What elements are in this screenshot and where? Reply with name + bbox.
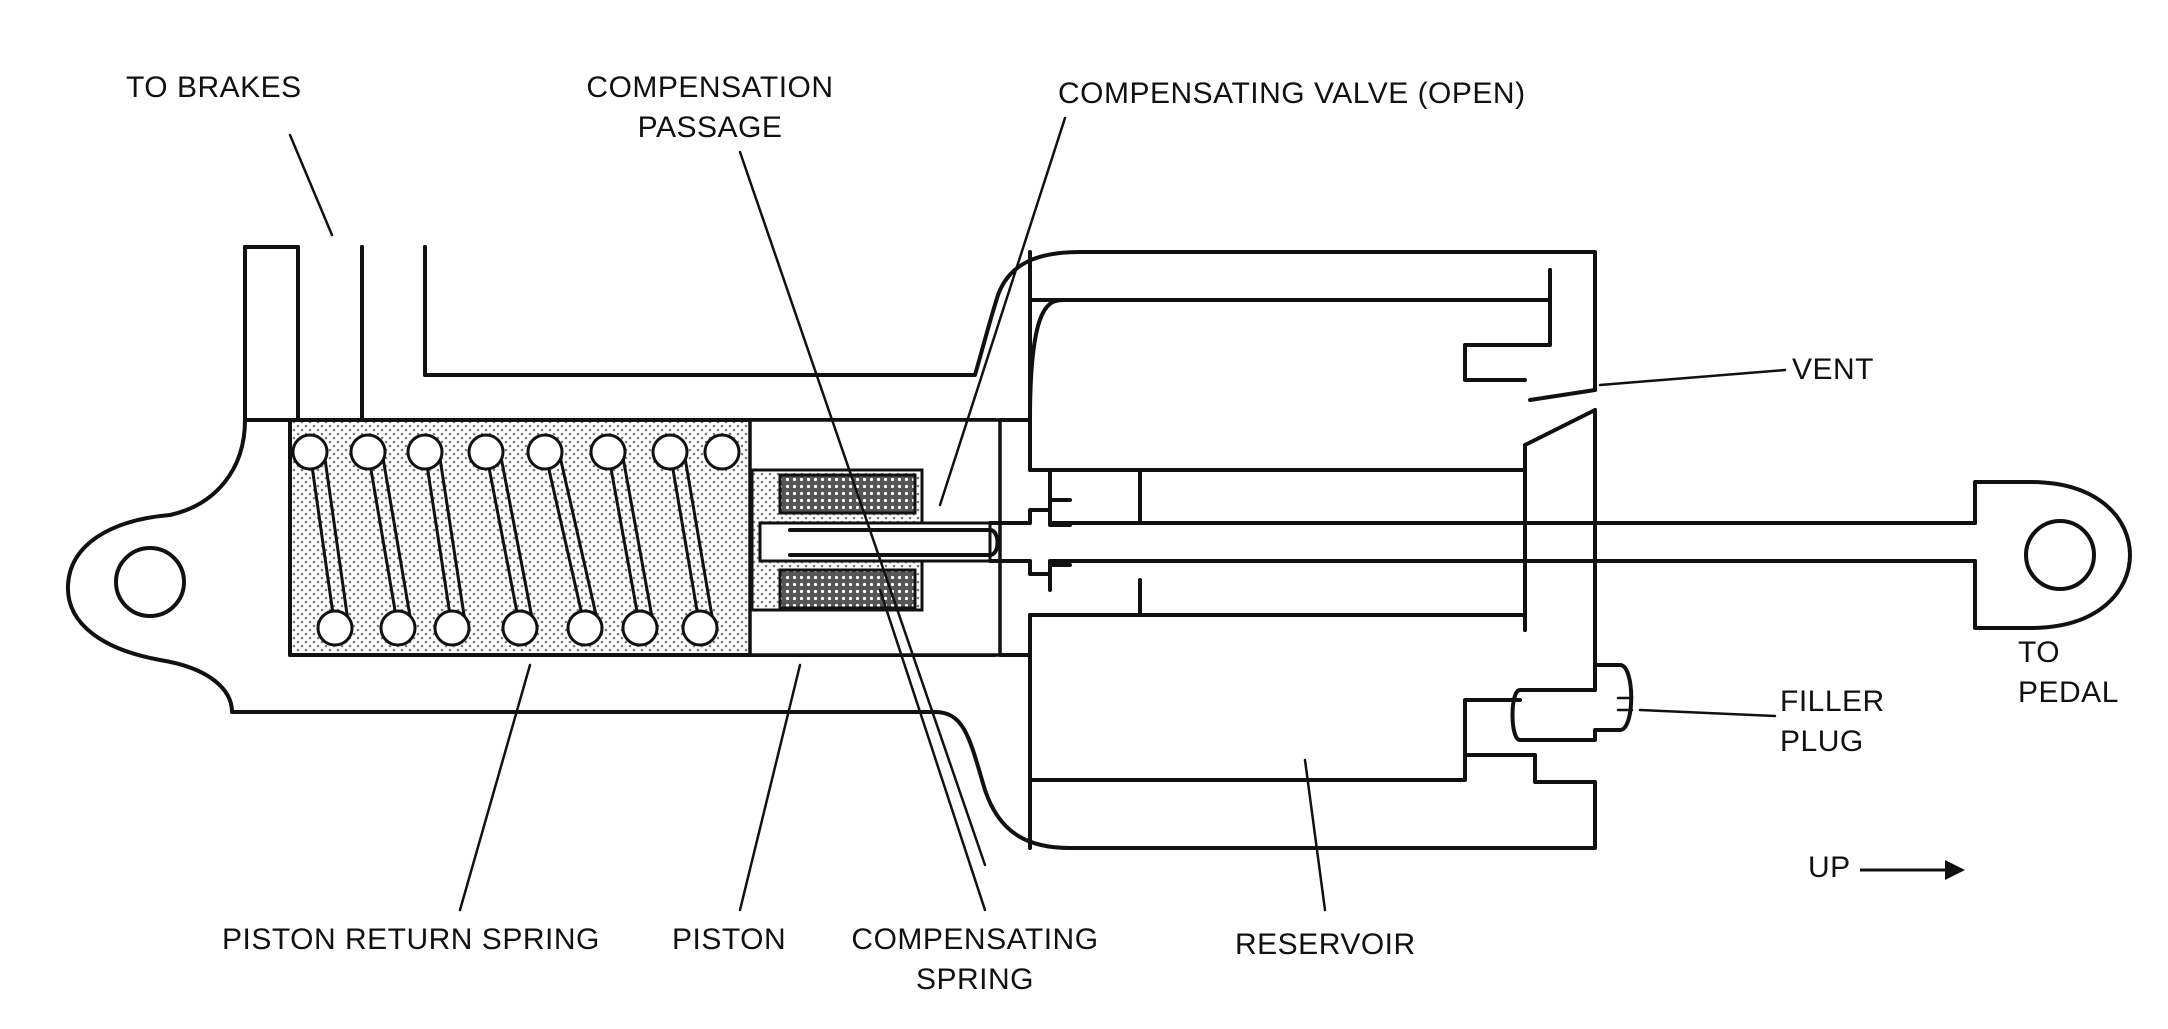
label-filler-plug-line1: FILLER xyxy=(1780,685,1885,718)
spring-wire xyxy=(308,451,337,629)
label-to-pedal-line1: TO xyxy=(2018,636,2061,669)
piston xyxy=(748,418,1002,657)
spring-wire xyxy=(437,451,468,629)
label-compensating-valve: COMPENSATING VALVE (OPEN) xyxy=(1058,77,1526,110)
spring-coil-bottom xyxy=(621,609,659,647)
piston-return-spring xyxy=(291,433,741,647)
spring-wire xyxy=(557,451,601,629)
spring-wire xyxy=(543,451,587,629)
spring-wire xyxy=(380,451,414,629)
spring-coil-bottom xyxy=(681,609,719,647)
pedal-eye-icon xyxy=(2024,519,2096,591)
leader-filler-plug xyxy=(1638,708,1777,718)
label-to-brakes: TO BRAKES xyxy=(126,71,302,104)
spring-coil-top xyxy=(703,433,741,471)
spring-coil-top xyxy=(526,433,564,471)
leader-compensation-passage xyxy=(738,150,987,867)
leader-piston xyxy=(738,663,802,912)
leader-vent xyxy=(1598,368,1787,387)
filler-plug xyxy=(1510,663,1634,742)
spring-coil-top xyxy=(651,433,689,471)
spring-wire xyxy=(366,451,400,629)
label-filler-plug-line2: PLUG xyxy=(1780,725,1864,758)
label-vent: VENT xyxy=(1792,353,1875,386)
mounting-eye-icon xyxy=(114,546,186,618)
spring-coil-bottom xyxy=(316,609,354,647)
spring-coil-top xyxy=(406,433,444,471)
spring-coil-bottom xyxy=(501,609,539,647)
spring-coil-bottom xyxy=(379,609,417,647)
label-compensating-spring-line2: SPRING xyxy=(915,963,1035,996)
right-arrow-icon xyxy=(1860,860,1965,880)
label-up: UP xyxy=(1808,851,1851,884)
spring-coil-top xyxy=(467,433,505,471)
spring-coil-top xyxy=(349,433,387,471)
compensating-spring-upper xyxy=(778,473,917,515)
spring-coil-top xyxy=(291,433,329,471)
label-compensating-spring-line1: COMPENSATING xyxy=(851,923,1099,956)
label-piston-return-spring: PISTON RETURN SPRING xyxy=(222,923,600,956)
label-compensation-passage-line1: COMPENSATION xyxy=(586,71,834,104)
spring-wire xyxy=(682,451,716,629)
label-to-pedal-line2: PEDAL xyxy=(2018,676,2119,709)
spring-coil-bottom xyxy=(566,609,604,647)
leader-reservoir xyxy=(1303,758,1327,912)
spring-wire xyxy=(606,451,642,629)
leader-piston-return-spring xyxy=(458,663,532,912)
leader-compensating-spring xyxy=(878,588,987,912)
spring-wire xyxy=(423,451,454,629)
spring-coil-top xyxy=(589,433,627,471)
label-compensation-passage-line2: PASSAGE xyxy=(637,111,783,144)
leader-lines xyxy=(288,116,1787,912)
spring-wire xyxy=(668,451,702,629)
leader-to-brakes xyxy=(288,133,334,237)
leader-compensating-valve xyxy=(938,116,1067,507)
spring-wire xyxy=(322,451,351,629)
compensating-spring-lower xyxy=(778,568,917,610)
push-rod xyxy=(788,480,2132,630)
spring-wire xyxy=(484,451,522,629)
label-reservoir: RESERVOIR xyxy=(1235,928,1416,961)
spring-wire xyxy=(620,451,656,629)
label-piston: PISTON xyxy=(672,923,787,956)
spring-coil-bottom xyxy=(433,609,471,647)
spring-wire xyxy=(498,451,536,629)
